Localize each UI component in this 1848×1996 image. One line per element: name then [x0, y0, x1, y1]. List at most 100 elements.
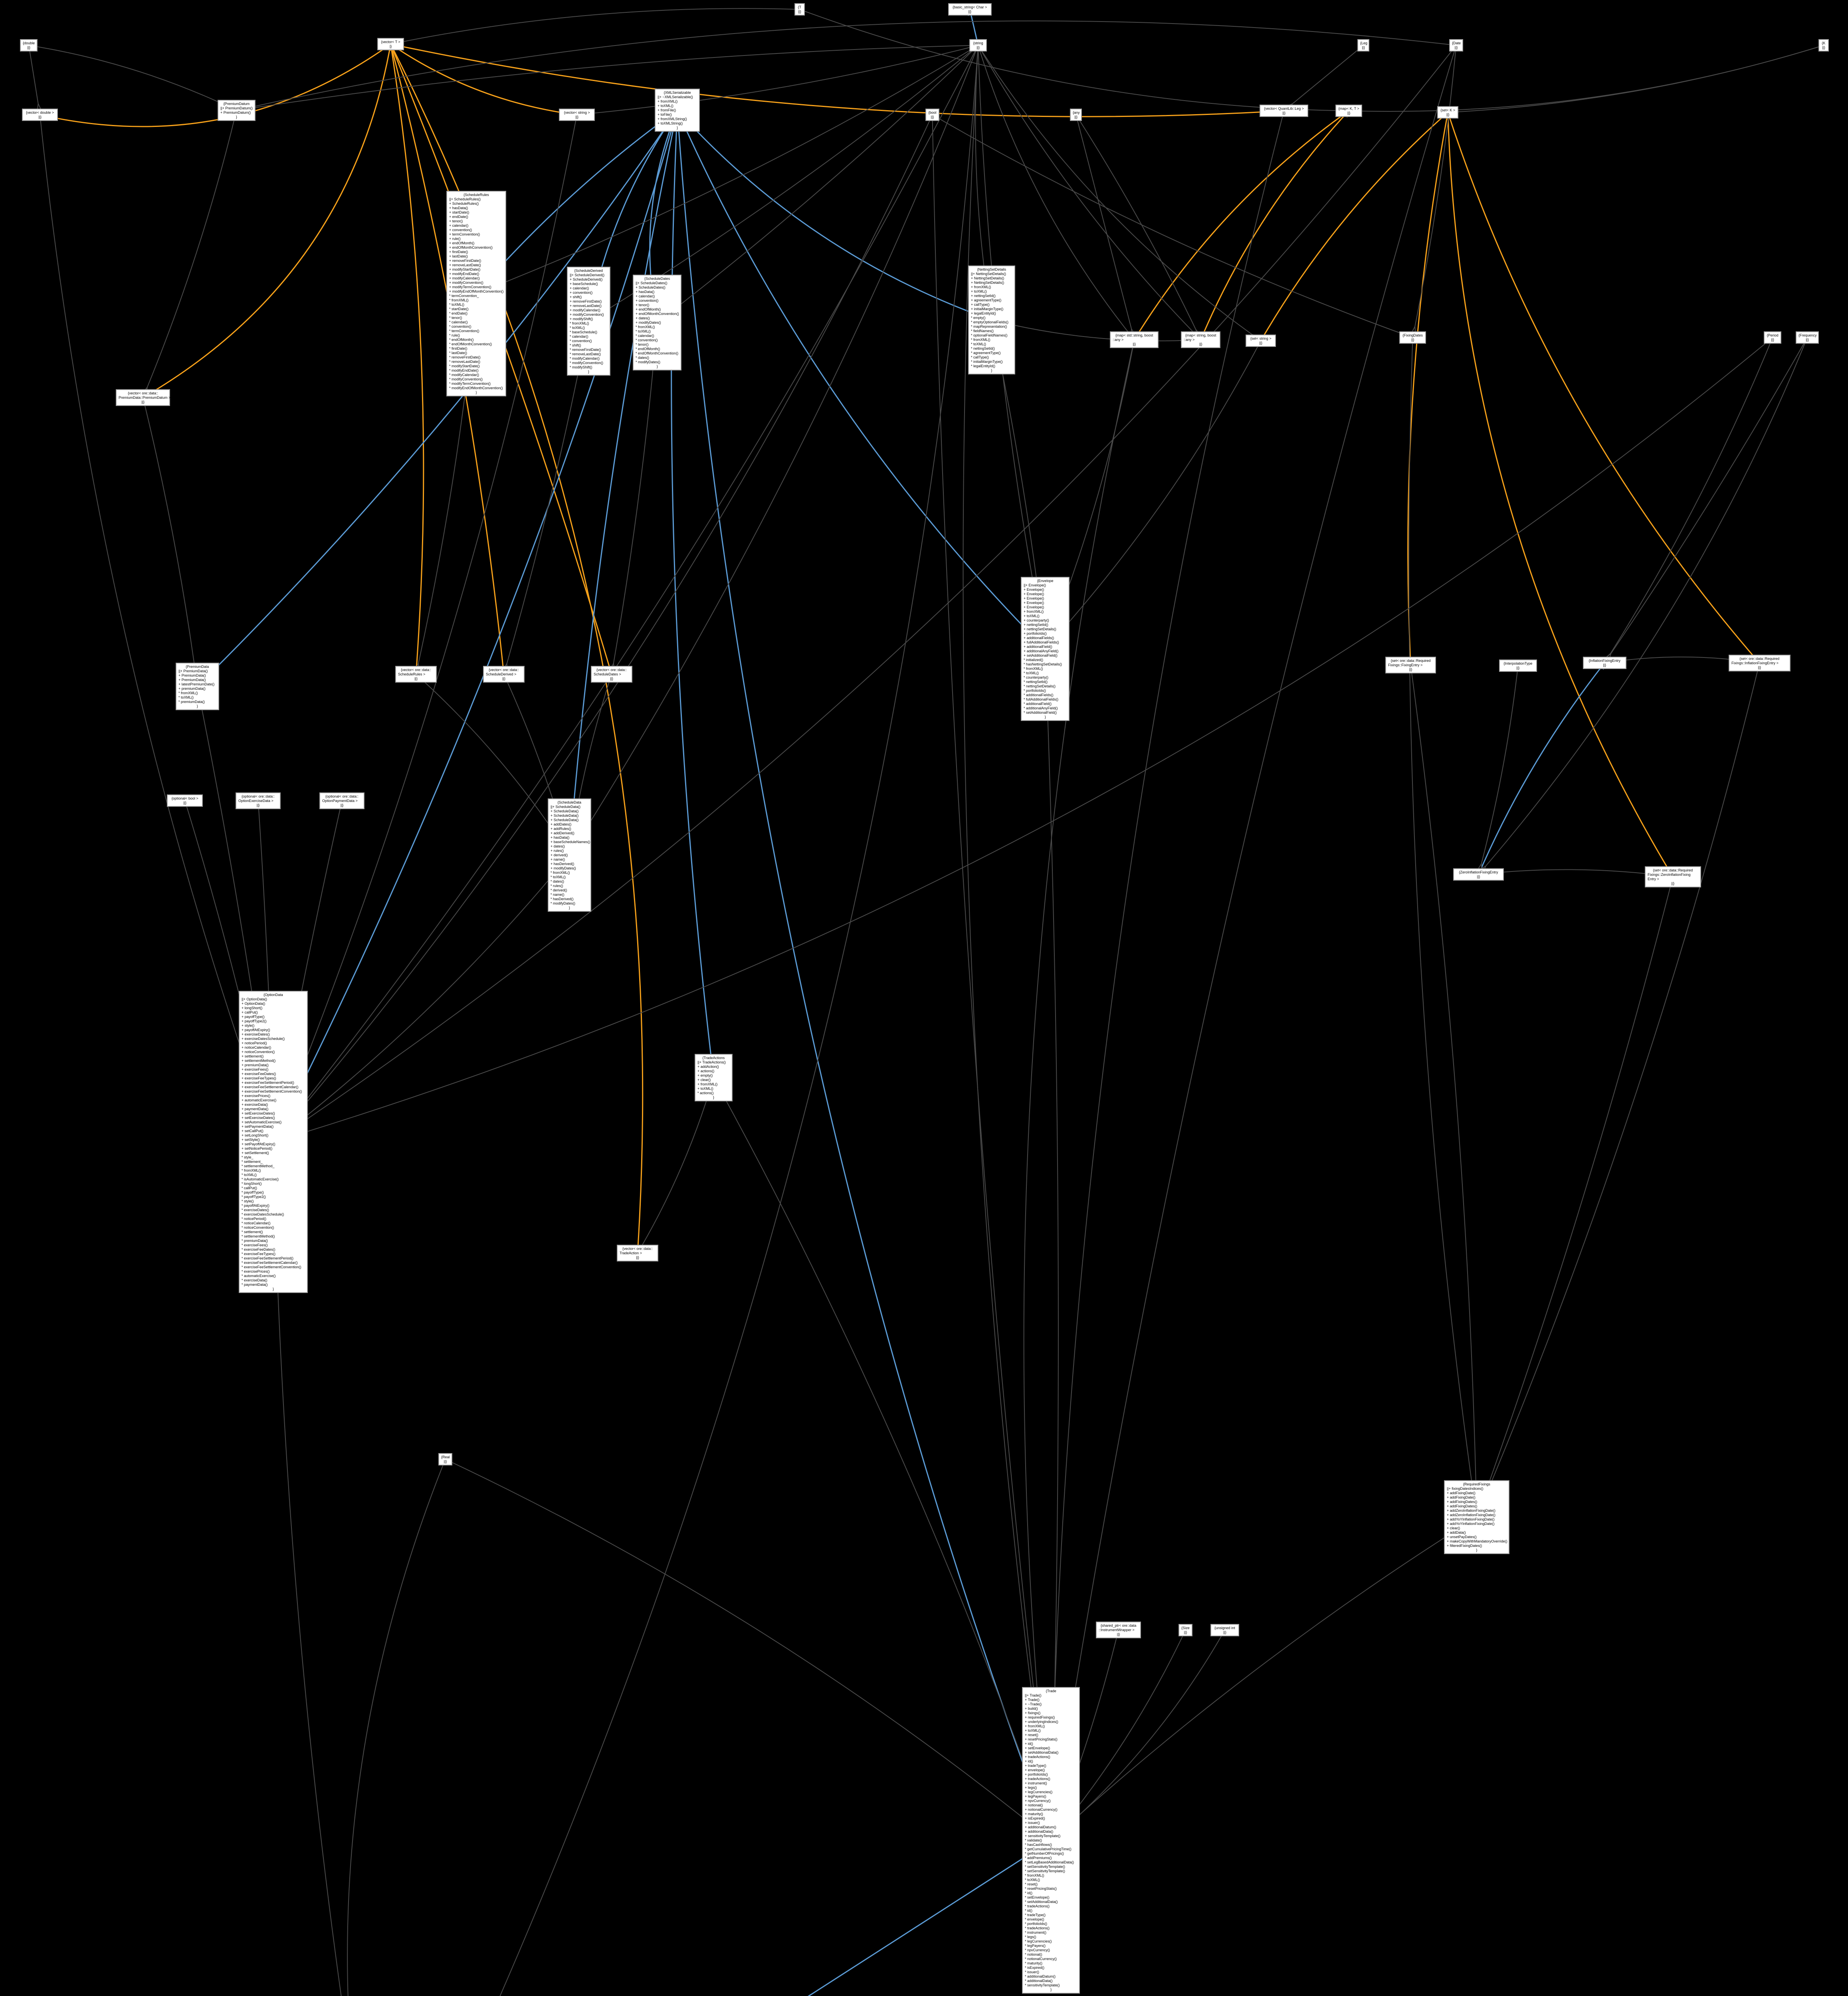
class-member: + addRules() — [551, 827, 571, 831]
edge-T-vecT — [390, 8, 800, 45]
class-node-premiumdatum[interactable]: {PremiumDatum||+ PremiumDatum()+ Premium… — [218, 100, 256, 121]
class-member: + Envelope() — [1024, 588, 1044, 592]
class-node-T[interactable]: {T||} — [794, 3, 805, 16]
class-node-vectradeaction[interactable]: {vector< ore::data::TradeAction >||} — [617, 1245, 658, 1261]
class-node-vecleg[interactable]: {vector< QuantLib::Leg >||} — [1260, 105, 1309, 117]
class-member: ||} — [414, 677, 418, 681]
class-member: * lastDate() — [449, 351, 467, 355]
class-node-title: {Real — [441, 1455, 450, 1459]
class-node-optiondata[interactable]: {OptionData||+ OptionData()+ OptionData(… — [239, 991, 308, 1293]
class-member: * exerciseFeeTypes() — [242, 1252, 276, 1256]
class-node-leg[interactable]: {Leg||} — [1357, 39, 1370, 51]
class-node-vecschedderived[interactable]: {vector< ore::data::ScheduleDerived >||} — [483, 666, 525, 683]
class-member: * additionalAnyField() — [1024, 706, 1058, 710]
class-node-setk[interactable]: {set< K >||} — [1437, 106, 1459, 119]
class-member: + modifyDates() — [636, 321, 661, 325]
class-member: + npvCurrency() — [1025, 1799, 1051, 1803]
class-member: * calendar() — [636, 334, 654, 338]
class-node-vecstring[interactable]: {vector< string >||} — [559, 109, 595, 121]
class-node-real[interactable]: {Real||} — [438, 1453, 452, 1465]
class-member: + Envelope() — [1024, 605, 1044, 609]
class-member: ||} — [1758, 665, 1761, 669]
edge-scheddates-vecscheddates — [611, 322, 658, 675]
class-node-scheddates[interactable]: {ScheduleDates||+ ScheduleDates()+ Sched… — [633, 275, 682, 370]
class-node-trade[interactable]: {Trade||+ Trade()+ Trade()+ ~Trade()+ bu… — [1022, 1687, 1080, 1994]
class-member: + modifyShift() — [570, 317, 593, 321]
class-node-vecschedrules[interactable]: {vector< ore::data::ScheduleRules >||} — [395, 666, 437, 683]
edge-T-mapkt — [799, 9, 1349, 111]
class-node-double[interactable]: {double||} — [20, 39, 38, 51]
class-node-any[interactable]: {any||} — [1070, 109, 1082, 121]
class-node-tradeactions[interactable]: {TradeActions||+ TradeActions()+ addActi… — [695, 1054, 733, 1101]
edge-optiondata-xmlser — [273, 110, 678, 1143]
class-member: } — [656, 364, 658, 368]
class-node-envelope[interactable]: {Envelope||+ Envelope()+ Envelope()+ Env… — [1021, 577, 1070, 721]
class-node-bool[interactable]: {bool||} — [925, 109, 939, 121]
class-member: * actions() — [697, 1091, 714, 1095]
class-member: ||} — [141, 400, 145, 404]
class-member: ||} — [1259, 341, 1263, 345]
class-member: + addZeroInflationFixingDate() — [1447, 1513, 1495, 1517]
class-member: + exerciseFeeDates() — [242, 1072, 276, 1076]
class-node-mapstrany2[interactable]: {map< string, boost::any >||} — [1181, 331, 1221, 348]
class-node-scheddata[interactable]: {ScheduleData||+ ScheduleData()+ Schedul… — [548, 798, 591, 912]
edge-vecleg-trade — [1050, 111, 1285, 1841]
class-node-title: {Date — [1452, 41, 1461, 45]
class-node-vecpremdatum[interactable]: {vector< ore::data::PremiumData::Premium… — [116, 389, 170, 406]
class-node-mapkt[interactable]: {map< K, T >||} — [1335, 105, 1363, 117]
class-node-frequency[interactable]: {Frequency||} — [1796, 331, 1819, 344]
class-member: * exerciseFeeSettlementPeriod() — [242, 1256, 294, 1260]
class-node-interptype[interactable]: {InterpolationType||} — [1499, 659, 1537, 672]
class-node-optpaydata[interactable]: {optional< ore::data::OptionPaymentData … — [319, 792, 365, 809]
class-node-vecdouble[interactable]: {vector< double >||} — [22, 109, 58, 121]
class-member: ||} — [183, 801, 186, 805]
class-member: * noticeConvention() — [242, 1226, 274, 1230]
class-member: + dates() — [551, 844, 565, 848]
class-node-fixingdates[interactable]: {FixingDates||} — [1399, 331, 1426, 344]
edge-frequency-inflentry — [1604, 337, 1808, 663]
edge-period-optiondata — [273, 337, 1773, 1143]
class-node-zeroinflentry[interactable]: {ZeroInflationFixingEntry||} — [1453, 868, 1504, 881]
class-node-optbool[interactable]: {optional< bool >||} — [167, 794, 203, 807]
class-node-optexdata[interactable]: {optional< ore::data::OptionExerciseData… — [236, 792, 281, 809]
class-node-inflentry[interactable]: {InflationFixingEntry||} — [1583, 657, 1626, 669]
class-node-sharedptr[interactable]: {shared_ptr< ore::data::InstrumentWrappe… — [1096, 1622, 1141, 1638]
class-member: + makeCopyWithMandatoryOverride() — [1447, 1539, 1507, 1543]
class-member: + notionalCurrency() — [1025, 1808, 1058, 1812]
class-node-premiumdata[interactable]: {PremiumData||+ PremiumData()+ PremiumDa… — [176, 663, 219, 710]
class-node-mapstrany[interactable]: {map< std::string, boost::any >||} — [1110, 331, 1159, 348]
class-node-title: {OptionData — [263, 993, 283, 997]
class-member: * removeLastDate() — [449, 360, 481, 364]
class-member: * toXML() — [242, 1173, 257, 1177]
class-node-title: {map< std::string, boost — [1115, 333, 1153, 337]
class-node-uint[interactable]: {unsigned int||} — [1210, 1624, 1239, 1636]
class-node-date[interactable]: {Date||} — [1449, 39, 1463, 51]
class-node-schedrules[interactable]: {ScheduleRules||+ ScheduleRules()+ Sched… — [446, 191, 506, 396]
edge-setinflentry-setk — [1447, 112, 1760, 663]
class-node-setstring[interactable]: {set< string >||} — [1246, 335, 1276, 347]
class-node-string[interactable]: {string||} — [969, 39, 987, 51]
class-member: + modifyStartDate() — [449, 267, 481, 271]
class-member: + requiredFixings() — [1025, 1715, 1055, 1719]
class-member: * id() — [1025, 1909, 1033, 1913]
class-member: + legalEntityId() — [971, 311, 996, 315]
class-node-basicstring[interactable]: {basic_string< Char >||} — [948, 3, 992, 16]
class-node-vecscheddates[interactable]: {vector< ore::data::ScheduleDates >||} — [591, 666, 632, 683]
class-member: + exerciseDatesSchedule() — [242, 1037, 285, 1041]
class-node-size[interactable]: {Size||} — [1179, 1624, 1192, 1636]
class-node-period[interactable]: {Period||} — [1764, 331, 1782, 344]
class-node-title: {FixingDates — [1402, 333, 1423, 337]
class-member: ||} — [968, 10, 972, 14]
class-node-vecT[interactable]: {vector< T >|} — [377, 38, 404, 50]
edge-interptype-zeroinflentry — [1478, 665, 1519, 875]
class-node-nettingset[interactable]: {NettingSetDetails||+ NettingSetDetails(… — [968, 265, 1015, 374]
class-member: * portfolioIds() — [1025, 1922, 1048, 1926]
class-node-schedderived[interactable]: {ScheduleDerived||+ ScheduleDerived()+ S… — [567, 267, 610, 376]
class-member: + additionalData() — [1025, 1830, 1054, 1834]
class-node-K[interactable]: {K||} — [1818, 39, 1829, 51]
class-node-xmlser[interactable]: {XMLSerializable||+ ~XMLSerializable()+ … — [655, 89, 700, 132]
class-node-requiredfixings[interactable]: {RequiredFixings||+ fixingDatesIndices()… — [1444, 1480, 1509, 1554]
